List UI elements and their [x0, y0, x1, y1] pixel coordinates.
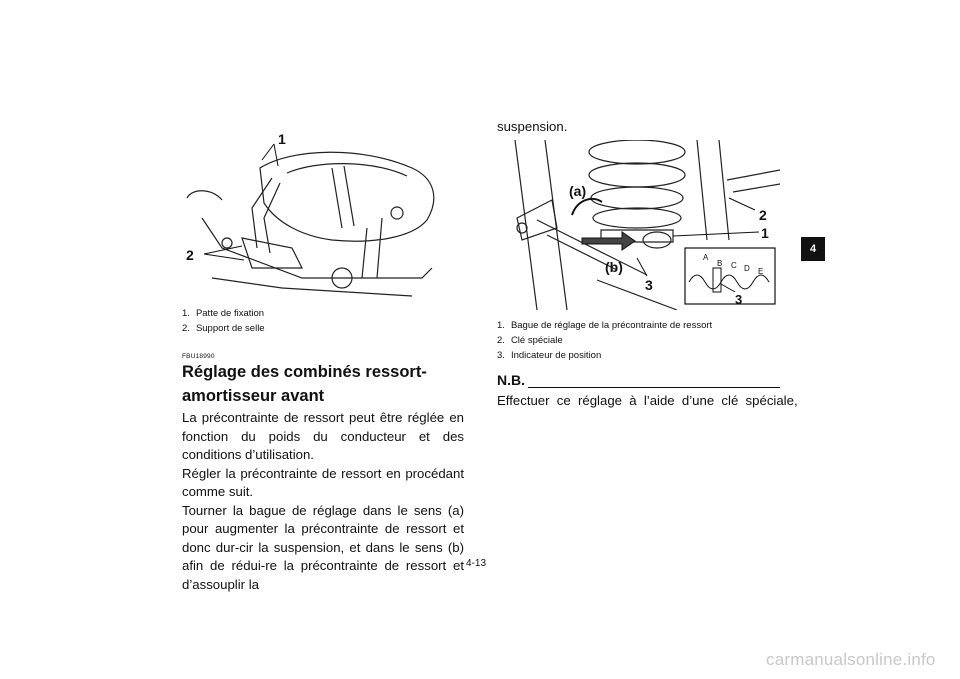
- chapter-tab: 4: [801, 237, 825, 261]
- caption-item: 3. Indicateur de position: [497, 348, 712, 363]
- scale-letter-b: B: [717, 259, 722, 268]
- seat-bracket-illustration: 1 2: [186, 131, 435, 297]
- caption-number: 3.: [497, 350, 505, 361]
- caption-text: Patte de fixation: [195, 308, 265, 319]
- body-paragraph: Régler la précontrainte de ressort en pr…: [182, 465, 464, 500]
- caption-text: Clé spéciale: [510, 335, 563, 346]
- callout-b: (b): [605, 259, 623, 275]
- watermark: carmanualsonline.info: [766, 650, 936, 669]
- left-figure-captions: 1. Patte de fixation 2. Support de selle: [182, 306, 265, 336]
- nb-text: Effectuer ce réglage à l’aide d’une clé …: [497, 393, 798, 408]
- caption-text: Indicateur de position: [510, 350, 602, 361]
- scale-letter-a: A: [703, 253, 709, 262]
- callout-3: 3: [645, 277, 653, 293]
- caption-item: 2. Support de selle: [182, 321, 265, 336]
- caption-number: 2.: [182, 323, 190, 334]
- caption-text: Support de selle: [195, 323, 265, 334]
- section-body: La précontrainte de ressort peut être ré…: [182, 409, 464, 594]
- callout-1: 1: [761, 225, 769, 241]
- callout-2: 2: [186, 247, 194, 263]
- caption-item: 2. Clé spéciale: [497, 333, 712, 348]
- section-code: FBU18990: [182, 353, 215, 360]
- section-title: Réglage des combinés ressort- amortisseu…: [182, 360, 427, 408]
- caption-item: 1. Bague de réglage de la précontrainte …: [497, 318, 712, 333]
- caption-item: 1. Patte de fixation: [182, 306, 265, 321]
- shock-absorber-illustration: (a) (b) 1 2 3 3 A B C D E: [497, 140, 780, 310]
- nb-title: N.B.: [497, 372, 525, 388]
- right-figure-captions: 1. Bague de réglage de la précontrainte …: [497, 318, 712, 363]
- body-paragraph: Tourner la bague de réglage dans le sens…: [182, 502, 464, 592]
- callout-2: 2: [759, 207, 767, 223]
- body-paragraph: La précontrainte de ressort peut être ré…: [182, 410, 464, 462]
- continuation-text: suspension.: [497, 119, 568, 134]
- callout-1: 1: [278, 131, 286, 147]
- page-number: 4-13: [466, 558, 487, 569]
- scale-letter-e: E: [758, 267, 763, 276]
- caption-number: 2.: [497, 335, 505, 346]
- section-title-line-1: Réglage des combinés ressort-: [182, 363, 427, 381]
- callout-a: (a): [569, 183, 586, 199]
- caption-number: 1.: [497, 320, 505, 331]
- caption-number: 1.: [182, 308, 190, 319]
- section-title-line-2: amortisseur avant: [182, 387, 325, 405]
- scale-letter-d: D: [744, 264, 750, 273]
- callout-3-inset: 3: [735, 292, 742, 307]
- nb-rule: [528, 387, 780, 388]
- caption-text: Bague de réglage de la précontrainte de …: [510, 320, 713, 331]
- scale-letter-c: C: [731, 261, 737, 270]
